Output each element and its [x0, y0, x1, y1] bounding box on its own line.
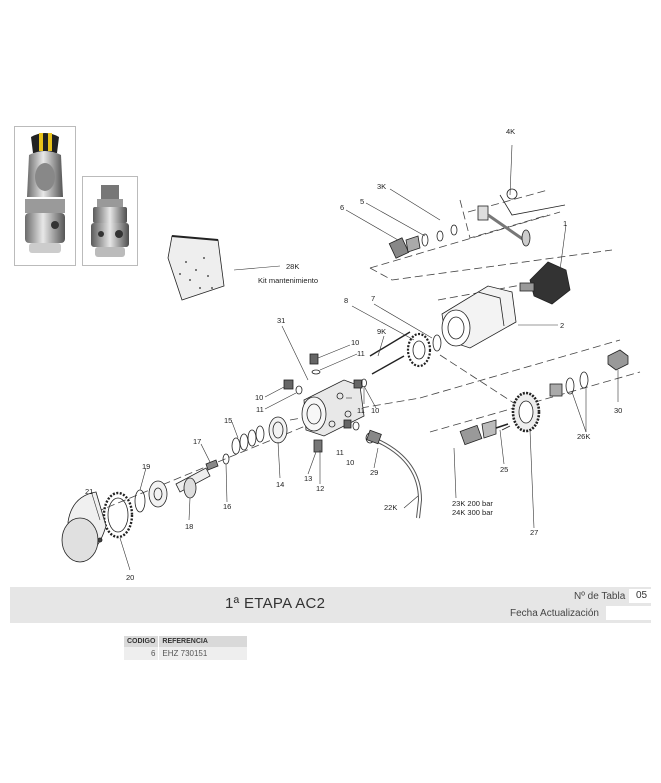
- header-code: CODIGO: [124, 636, 160, 647]
- label-part-2: 2: [560, 321, 564, 330]
- label-part-22k: 22K: [384, 503, 397, 512]
- part-4k-yoke-screw: [477, 188, 531, 247]
- table-row: 6 EHZ 730151: [124, 647, 248, 660]
- label-part-19: 19: [142, 462, 150, 471]
- page-title: 1ª ETAPA AC2: [225, 595, 326, 612]
- update-date-label: Fecha Actualización: [510, 608, 599, 619]
- part-27-din-wheel: [511, 391, 541, 433]
- label-part-5: 5: [360, 197, 364, 206]
- label-part-9k: 9K: [377, 327, 386, 336]
- label-part-12: 12: [316, 484, 324, 493]
- part-28k-maintenance-kit: [167, 235, 225, 301]
- part-21-end-cap: [61, 491, 107, 563]
- product-photo-full: [14, 126, 76, 266]
- label-part-4k: 4K: [506, 127, 515, 136]
- label-part-13: 13: [304, 474, 312, 483]
- cell-code: 6: [124, 647, 160, 660]
- label-part-16: 16: [223, 502, 231, 511]
- regulator-photo-body: [91, 185, 129, 257]
- label-part-10c: 10: [371, 406, 379, 415]
- part-15-spring: [231, 425, 265, 455]
- label-part-11d: 11: [336, 448, 344, 457]
- part-2-yoke: [441, 285, 517, 349]
- part-13-seat: [313, 439, 323, 453]
- part-7-oring: [432, 334, 442, 352]
- header-reference: REFERENCIA: [158, 636, 248, 647]
- part-19-oring: [134, 489, 146, 513]
- part-6-filter-fitting: [388, 224, 458, 259]
- label-part-30: 30: [614, 406, 622, 415]
- label-part-27: 27: [530, 528, 538, 537]
- footer-title-bar: 1ª ETAPA AC2 Nº de Tabla 05 Fecha Actual…: [10, 587, 654, 623]
- part-16-oring: [222, 453, 230, 465]
- part-10-plug-top: [309, 353, 319, 365]
- label-part-11b: 11: [256, 405, 264, 414]
- part-19-piston-head: [148, 480, 168, 508]
- part-14-piston-ring: [268, 416, 288, 444]
- label-part-7: 7: [371, 294, 375, 303]
- label-part-21: 21: [85, 487, 93, 496]
- label-part-25: 25: [500, 465, 508, 474]
- label-part-15: 15: [224, 416, 232, 425]
- table-number-label: Nº de Tabla: [574, 591, 626, 602]
- label-part-18: 18: [185, 522, 193, 531]
- label-part-14: 14: [276, 480, 284, 489]
- label-part-29: 29: [370, 468, 378, 477]
- part-17-pin: [205, 459, 219, 471]
- part-30-plug: [607, 349, 629, 371]
- label-part-23k: 23K 200 bar: [452, 499, 493, 508]
- part-22k-hose: [366, 429, 423, 519]
- label-part-1: 1: [563, 219, 567, 228]
- part-1-yoke-knob: [519, 261, 571, 305]
- label-part-28k: 28K: [286, 262, 299, 271]
- regulator-photo-full: [25, 133, 65, 253]
- label-part-26k: 26K: [577, 432, 590, 441]
- product-photo-body: [82, 176, 138, 266]
- label-part-24k: 24K 300 bar: [452, 508, 493, 517]
- label-part-6: 6: [340, 203, 344, 212]
- part-8-retaining-ring: [406, 332, 432, 368]
- part-20-ring-nut: [102, 491, 134, 539]
- reference-table-header: CODIGO REFERENCIA: [124, 636, 248, 647]
- table-number-value: 05: [629, 589, 654, 603]
- reference-table: CODIGO REFERENCIA 6 EHZ 730151: [124, 636, 248, 660]
- cell-reference: EHZ 730151: [158, 647, 248, 660]
- label-part-17: 17: [193, 437, 201, 446]
- label-part-20: 20: [126, 573, 134, 582]
- update-date-value: [606, 606, 654, 620]
- label-part-11a: 11: [357, 349, 365, 358]
- exploded-parts-diagram: 1 2 4K 3K 5 6 7 8 9K 31 10 11 10 11 11 1…: [61, 127, 641, 582]
- part-18-piston: [175, 467, 211, 499]
- label-part-3k: 3K: [377, 182, 386, 191]
- label-part-10b: 10: [255, 393, 263, 402]
- label-part-11c: 11: [357, 406, 365, 415]
- part-26k-oring-set: [549, 371, 589, 397]
- part-10-plug-left: [283, 379, 294, 390]
- label-part-8: 8: [344, 296, 348, 305]
- label-part-10d: 10: [346, 458, 354, 467]
- part-23k-24k-din-fitting: [459, 419, 497, 446]
- label-part-28k-desc: Kit mantenimiento: [258, 276, 318, 285]
- label-part-10a: 10: [351, 338, 359, 347]
- label-part-31: 31: [277, 316, 285, 325]
